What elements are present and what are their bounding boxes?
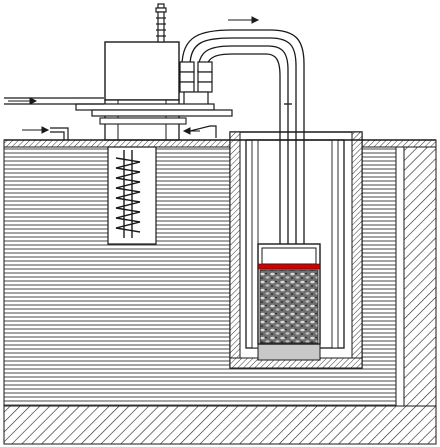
flow-arrow-outlet xyxy=(182,127,200,135)
adjustment-screw xyxy=(155,3,167,43)
cell-cap xyxy=(261,247,317,265)
foundation xyxy=(3,405,437,445)
fluid-tubing xyxy=(181,29,305,244)
control-valve-block xyxy=(179,61,213,111)
bath-tank-wall xyxy=(403,146,437,407)
support-bar xyxy=(75,103,215,111)
heating-coil xyxy=(115,150,141,238)
flow-arrow-upper xyxy=(228,16,260,24)
water-bath xyxy=(3,146,437,407)
bath-tank-rim xyxy=(3,139,437,148)
thermostat-housing xyxy=(104,41,180,101)
base-pad xyxy=(257,343,321,361)
flow-arrow-inlet xyxy=(8,97,50,134)
side-pipes xyxy=(4,97,217,140)
seal-band xyxy=(257,263,321,270)
packed-sample xyxy=(259,269,319,344)
